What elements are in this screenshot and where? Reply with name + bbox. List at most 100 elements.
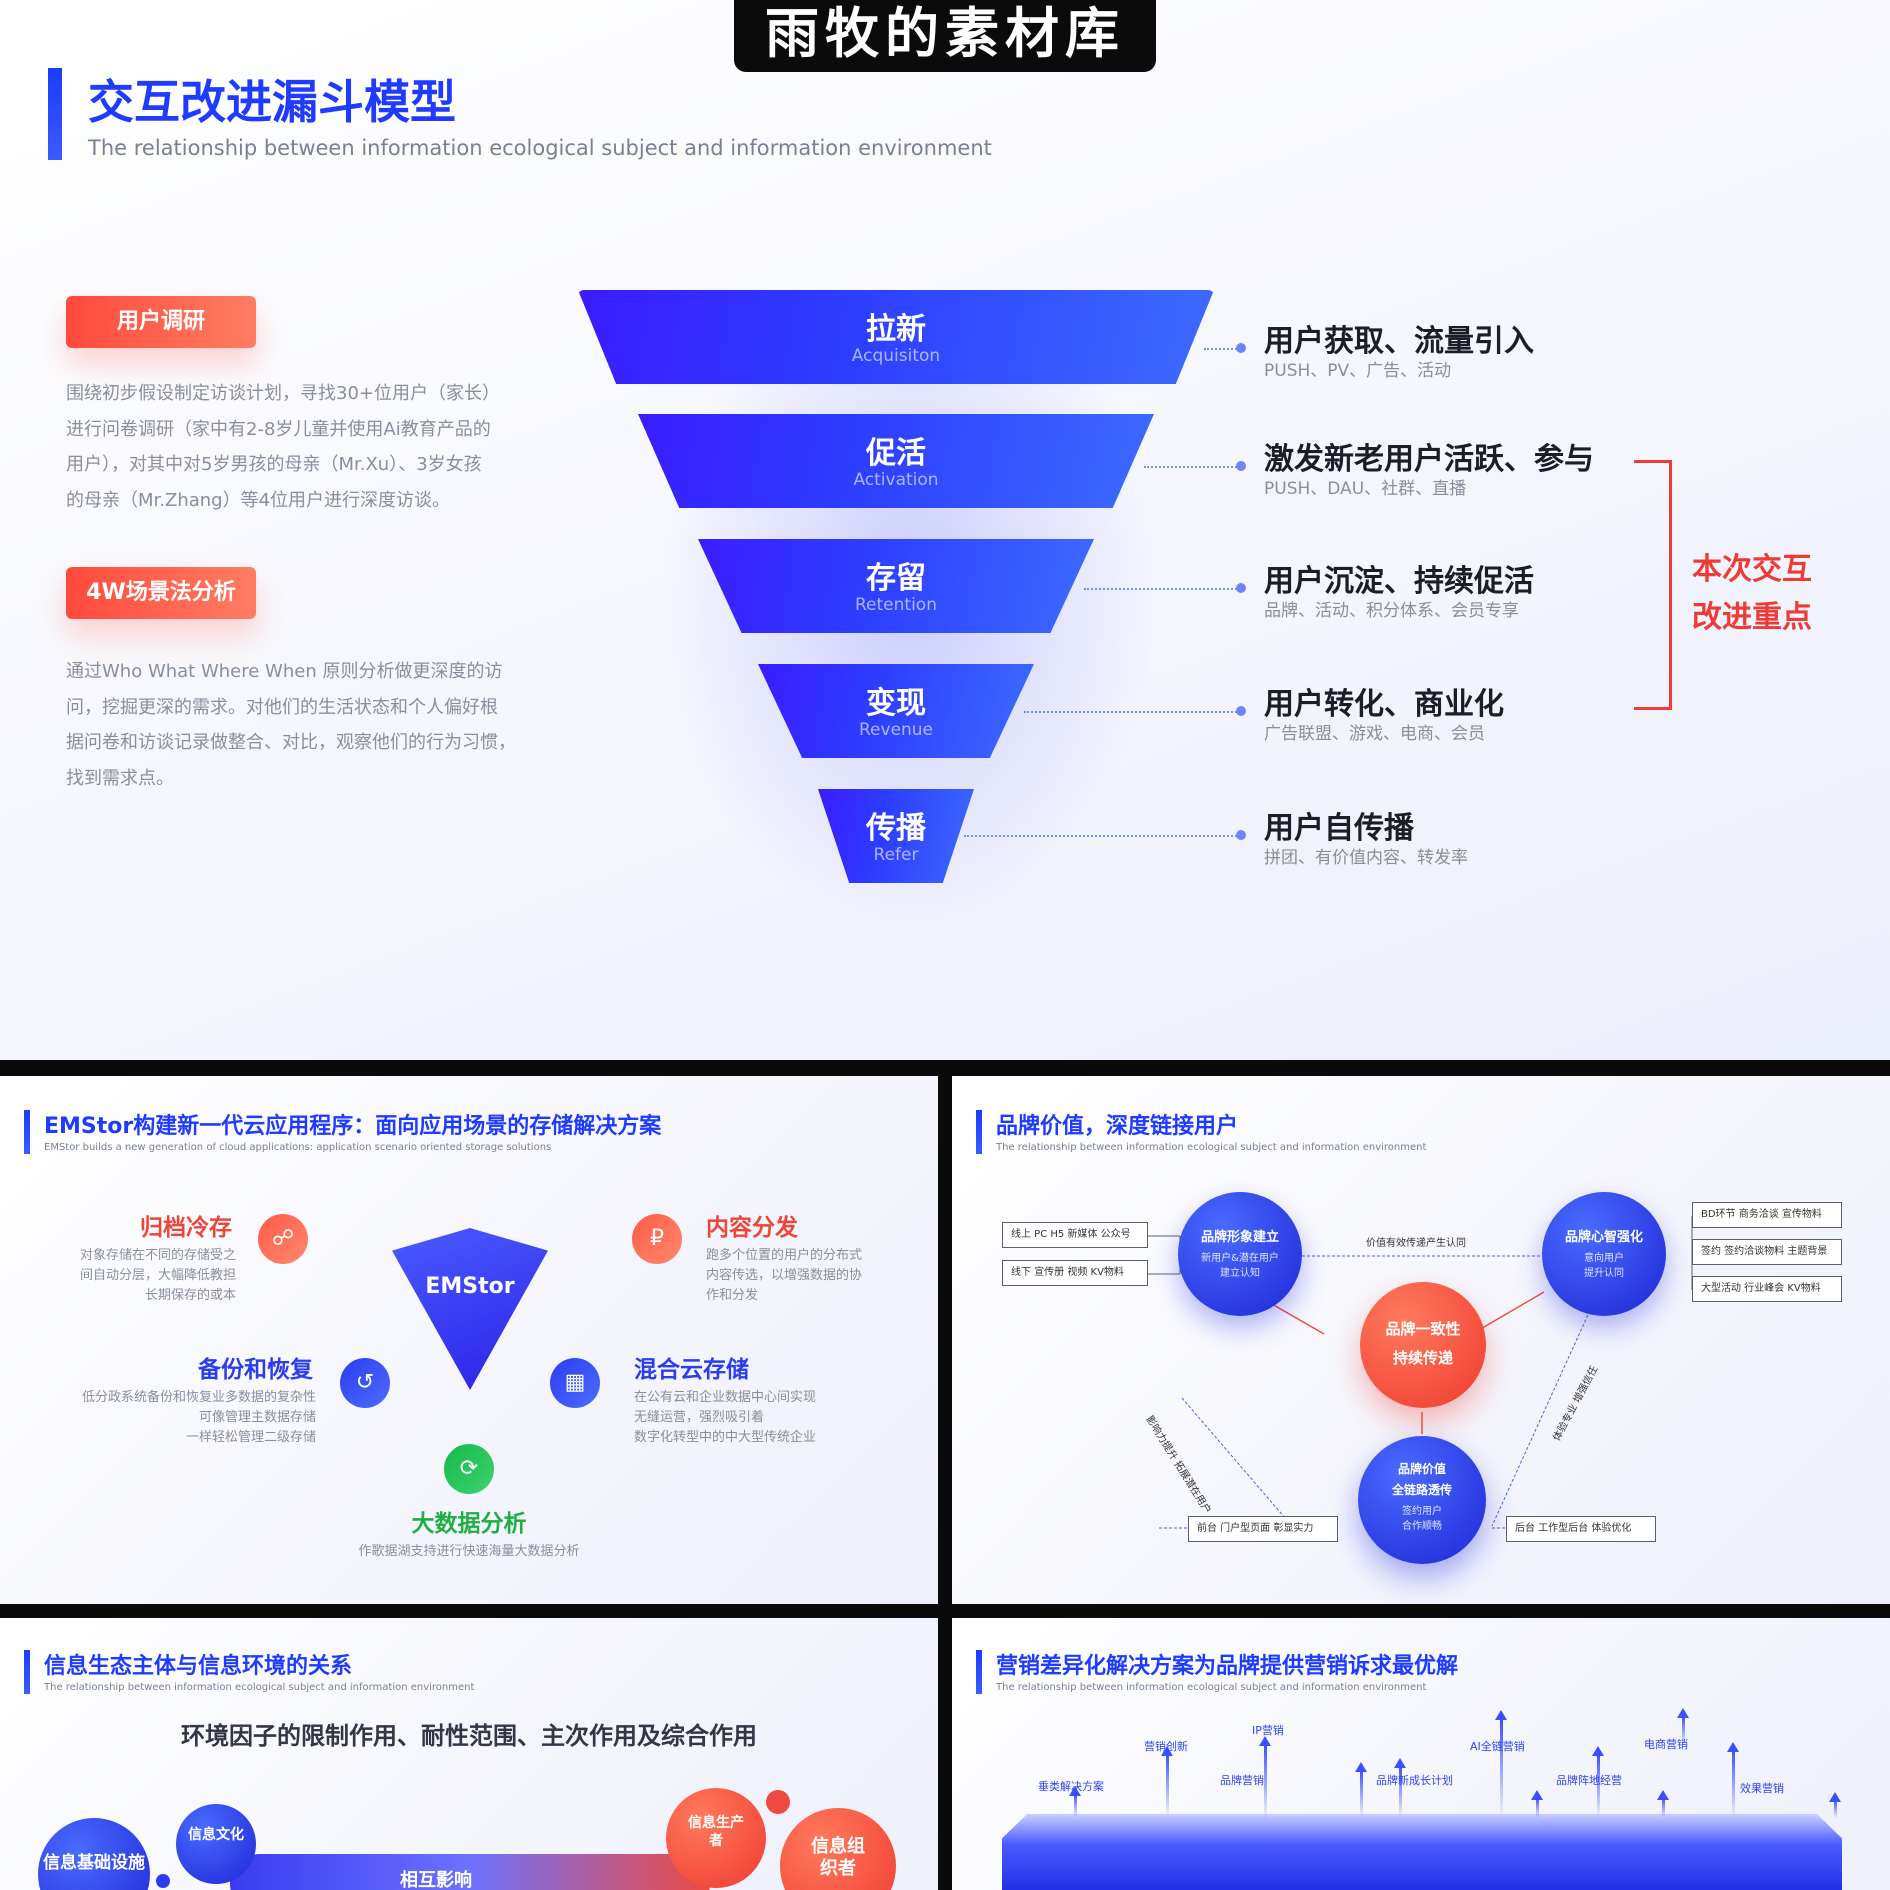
hybrid-title: 混合云存储 <box>634 1350 749 1384</box>
platform-box: 后台 工作型后台 体验优化 <box>1506 1516 1656 1542</box>
page-title: EMStor构建新一代云应用程序：面向应用场景的存储解决方案 <box>44 1108 661 1140</box>
funnel-slide: 交互改进漏斗模型 The relationship between inform… <box>0 0 1890 1060</box>
hybrid-line: 数字化转型中的中大型传统企业 <box>634 1428 894 1448</box>
analysis-line: 通过Who What Where When 原则分析做更深度的访 <box>66 654 576 690</box>
restore-icon: ↺ <box>340 1358 390 1408</box>
hybrid-desc: 在公有云和企业数据中心间实现 无缝运营，强烈吸引着 数字化转型中的中大型传统企业 <box>634 1388 894 1448</box>
marker-label: IP营销 <box>1252 1722 1284 1738</box>
page-title: 交互改进漏斗模型 <box>88 66 456 132</box>
circle-title: 品牌形象建立 <box>1178 1226 1302 1245</box>
bubble-label: 信息文化 <box>188 1827 244 1843</box>
circle-sub: 合作顺畅 <box>1358 1519 1486 1534</box>
marker-label: 品牌新成长计划 <box>1376 1772 1453 1788</box>
currency-icon: ₽ <box>632 1214 682 1264</box>
brand-slide: 品牌价值，深度链接用户 The relationship between inf… <box>952 1076 1890 1604</box>
backup-line: 一样轻松管理二级存储 <box>40 1428 316 1448</box>
decor-dot <box>766 1790 790 1814</box>
brand-image-circle: 品牌形象建立 新用户&潜在用户 建立认知 <box>1178 1192 1302 1316</box>
circle-sub: 建立认知 <box>1178 1266 1302 1281</box>
circle-sub: 签约用户 <box>1358 1504 1486 1519</box>
cdn-title: 内容分发 <box>706 1208 798 1242</box>
connector-line <box>1084 588 1240 590</box>
ecology-slide: 信息生态主体与信息环境的关系 The relationship between … <box>0 1618 938 1890</box>
research-line: 用户），对其中对5岁男孩的母亲（Mr.Xu）、3岁女孩 <box>66 447 566 483</box>
growth-arrow <box>1834 1800 1837 1818</box>
title-accent-bar <box>24 1650 30 1694</box>
marker-label: 营销创新 <box>1144 1738 1188 1754</box>
backup-line: 可像管理主数据存储 <box>40 1408 316 1428</box>
funnel-label-en: Retention <box>698 595 1094 615</box>
platform-box: 前台 门户型页面 彰显实力 <box>1188 1516 1338 1542</box>
value-label: 价值有效传递产生认同 <box>1366 1234 1466 1249</box>
funnel-label-en: Acquisiton <box>578 346 1214 366</box>
organizer-bubble: 信息组织者 <box>780 1808 896 1890</box>
bubble-label: 信息生产者 <box>688 1815 744 1849</box>
sync-icon: ⟳ <box>444 1444 494 1494</box>
focus-bracket <box>1634 460 1672 710</box>
funnel-layer-acquisition: 拉新 Acquisiton <box>578 290 1214 384</box>
circle-title: 全链路透传 <box>1358 1481 1486 1498</box>
stage-title: 激发新老用户活跃、参与 <box>1264 434 1594 478</box>
analysis-line: 问，挖掘更深的需求。对他们的生活状态和个人偏好根 <box>66 690 576 726</box>
stage-title: 用户沉淀、持续促活 <box>1264 556 1534 600</box>
growth-arrow <box>1360 1770 1363 1818</box>
emstor-triangle <box>392 1228 548 1390</box>
infrastructure-bubble: 信息基础设施 <box>38 1818 150 1890</box>
research-line: 进行问卷调研（家中有2-8岁儿童并使用Ai教育产品的 <box>66 412 566 448</box>
circle-sub: 新用户&潜在用户 <box>1178 1251 1302 1266</box>
title-accent-bar <box>976 1650 982 1694</box>
marker-label: 品牌阵地经营 <box>1556 1772 1622 1788</box>
stage-desc: 品牌、活动、积分体系、会员专享 <box>1264 596 1519 621</box>
funnel-label-en: Revenue <box>758 720 1034 740</box>
hybrid-line: 在公有云和企业数据中心间实现 <box>634 1388 894 1408</box>
marketing-slide: 营销差异化解决方案为品牌提供营销诉求最优解 The relationship b… <box>952 1618 1890 1890</box>
research-text: 围绕初步假设制定访谈计划，寻找30+位用户（家长） 进行问卷调研（家中有2-8岁… <box>66 376 566 518</box>
growth-arrow <box>1166 1754 1169 1818</box>
brand-consistency-circle: 品牌一致性 持续传递 <box>1360 1282 1486 1408</box>
storage-slide: EMStor构建新一代云应用程序：面向应用场景的存储解决方案 EMStor bu… <box>0 1076 938 1604</box>
backup-title: 备份和恢复 <box>198 1350 313 1384</box>
connector-line <box>1024 711 1240 713</box>
circle-sub: 提升认同 <box>1542 1266 1666 1281</box>
stage-title: 用户转化、商业化 <box>1264 679 1504 723</box>
analysis-line: 找到需求点。 <box>66 761 576 797</box>
funnel-layer-revenue: 变现 Revenue <box>758 664 1034 758</box>
stage-title: 用户自传播 <box>1264 803 1414 847</box>
decor-dot <box>156 1874 170 1888</box>
stage-title: 用户获取、流量引入 <box>1264 316 1534 360</box>
growth-arrow <box>1074 1794 1077 1818</box>
research-line: 的母亲（Mr.Zhang）等4位用户进行深度访谈。 <box>66 483 566 519</box>
stage-desc: PUSH、DAU、社群、直播 <box>1264 474 1466 499</box>
growth-arrow <box>1264 1744 1267 1820</box>
brand-value-circle: 品牌价值 全链路透传 签约用户 合作顺畅 <box>1358 1436 1486 1564</box>
stage-box: 签约 签约洽谈物料 主题背景 <box>1692 1239 1842 1265</box>
growth-arrow <box>1536 1798 1539 1818</box>
connector-line <box>1204 348 1240 350</box>
funnel-label-cn: 变现 <box>758 678 1034 722</box>
archive-line: 间自动分层，大幅降低教担 <box>60 1266 236 1286</box>
connector-dot <box>1236 583 1246 593</box>
growth-arrow <box>1662 1798 1665 1818</box>
title-accent-bar <box>48 68 62 160</box>
funnel-label-en: Activation <box>638 470 1154 490</box>
circle-title: 持续传递 <box>1360 1347 1486 1368</box>
page-title: 信息生态主体与信息环境的关系 <box>44 1648 352 1680</box>
circle-title: 品牌心智强化 <box>1542 1226 1666 1245</box>
growth-arrow <box>1732 1750 1735 1818</box>
focus-label: 改进重点 <box>1692 592 1812 636</box>
marker-label: 垂类解决方案 <box>1038 1778 1104 1794</box>
channel-box: 线上 PC H5 新媒体 公众号 <box>1002 1222 1148 1248</box>
connector-dot <box>1236 830 1246 840</box>
research-line: 围绕初步假设制定访谈计划，寻找30+位用户（家长） <box>66 376 566 412</box>
research-tag: 用户调研 <box>66 296 256 348</box>
stage-desc: 广告联盟、游戏、电商、会员 <box>1264 719 1485 744</box>
growth-arrow <box>1500 1718 1503 1818</box>
title-accent-bar <box>24 1110 30 1154</box>
archive-desc: 对象存储在不同的存储受之 间自动分层，大幅降低教担 长期保存的或本 <box>60 1246 236 1306</box>
stage-desc: PUSH、PV、广告、活动 <box>1264 356 1451 381</box>
backup-desc: 低分政系统备份和恢复业多数据的复杂性 可像管理主数据存储 一样轻松管理二级存储 <box>40 1388 316 1448</box>
archive-line: 对象存储在不同的存储受之 <box>60 1246 236 1266</box>
calendar-icon: ▦ <box>550 1358 600 1408</box>
channel-box: 线下 宣传册 视频 KV物料 <box>1002 1260 1148 1286</box>
archive-title: 归档冷存 <box>140 1208 232 1242</box>
